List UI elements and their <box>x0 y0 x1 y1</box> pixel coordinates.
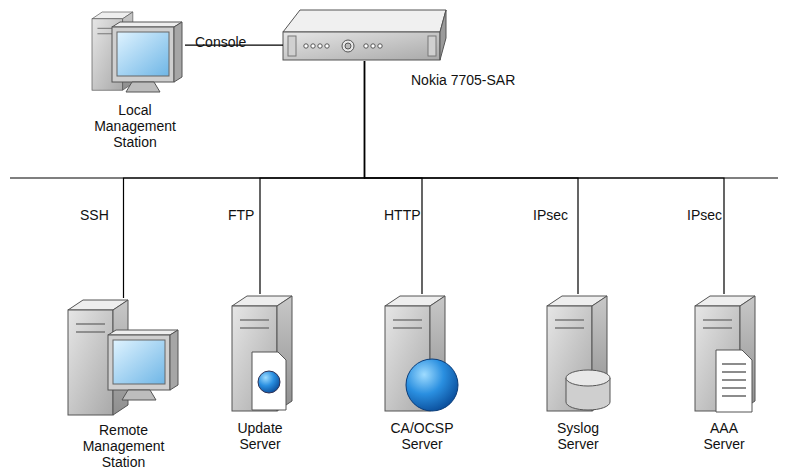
network-link <box>124 61 365 298</box>
protocol-label: HTTP <box>384 207 421 223</box>
protocol-label: FTP <box>228 207 254 223</box>
node-label: Remote Management Station <box>69 422 179 470</box>
node-label: Syslog Server <box>542 420 614 452</box>
management-station: Local Management Station <box>85 8 185 93</box>
node-label: Nokia 7705-SAR <box>411 72 515 88</box>
node-label: CA/OCSP Server <box>384 420 460 452</box>
node-label: Local Management Station <box>80 102 190 150</box>
node-label: AAA Server <box>693 420 755 452</box>
server: Syslog Server <box>545 294 611 414</box>
server: AAA Server <box>693 294 755 414</box>
protocol-label: IPsec <box>687 207 722 223</box>
server: Update Server <box>230 294 290 414</box>
network-link <box>260 61 365 294</box>
router: Nokia 7705-SAR <box>283 8 446 61</box>
management-station: Remote Management Station <box>66 298 181 418</box>
network-link <box>365 61 725 294</box>
server: CA/OCSP Server <box>383 294 461 414</box>
node-label: Update Server <box>224 420 296 452</box>
protocol-label: IPsec <box>533 207 568 223</box>
protocol-label: Console <box>195 34 246 50</box>
protocol-label: SSH <box>80 207 109 223</box>
